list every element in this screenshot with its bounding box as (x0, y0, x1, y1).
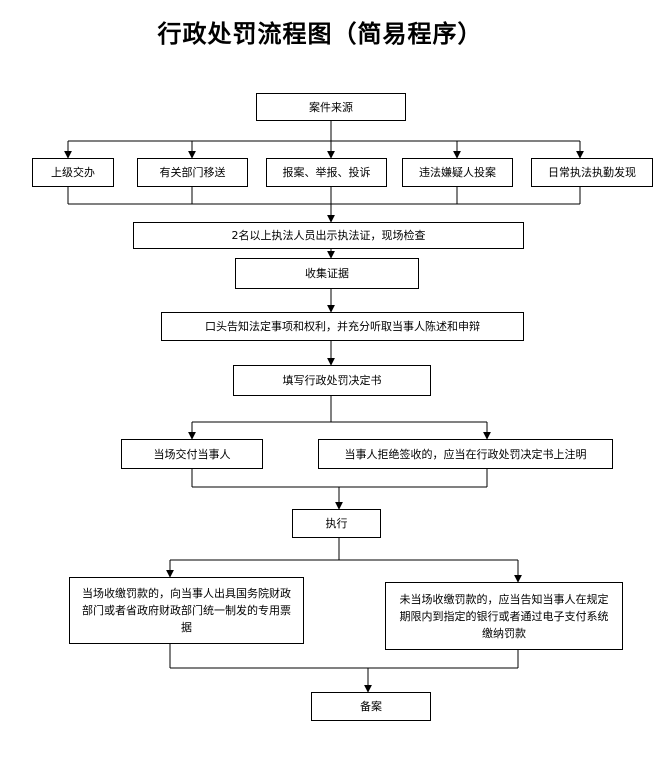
node-execute: 执行 (292, 509, 381, 538)
node-decision: 填写行政处罚决定书 (233, 365, 431, 396)
node-archive: 备案 (311, 692, 431, 721)
node-notify: 口头告知法定事项和权利，并充分听取当事人陈述和申辩 (161, 312, 524, 341)
node-case-source: 案件来源 (256, 93, 406, 121)
node-inspect: 2名以上执法人员出示执法证，现场检查 (133, 222, 524, 249)
node-refuse: 当事人拒绝签收的，应当在行政处罚决定书上注明 (318, 439, 613, 469)
node-report: 报案、举报、投诉 (266, 158, 387, 187)
node-dept-transfer: 有关部门移送 (137, 158, 248, 187)
node-complaint: 违法嫌疑人投案 (402, 158, 513, 187)
node-superior: 上级交办 (32, 158, 114, 187)
node-evidence: 收集证据 (235, 258, 419, 289)
node-deliver: 当场交付当事人 (121, 439, 263, 469)
page-title: 行政处罚流程图（简易程序） (157, 19, 483, 48)
node-daily: 日常执法执勤发现 (531, 158, 653, 187)
node-onsite-fine: 当场收缴罚款的，向当事人出具国务院财政部门或者省政府财政部门统一制发的专用票据 (69, 577, 304, 644)
node-offsite-fine: 未当场收缴罚款的，应当告知当事人在规定期限内到指定的银行或者通过电子支付系统缴纳… (385, 582, 623, 650)
